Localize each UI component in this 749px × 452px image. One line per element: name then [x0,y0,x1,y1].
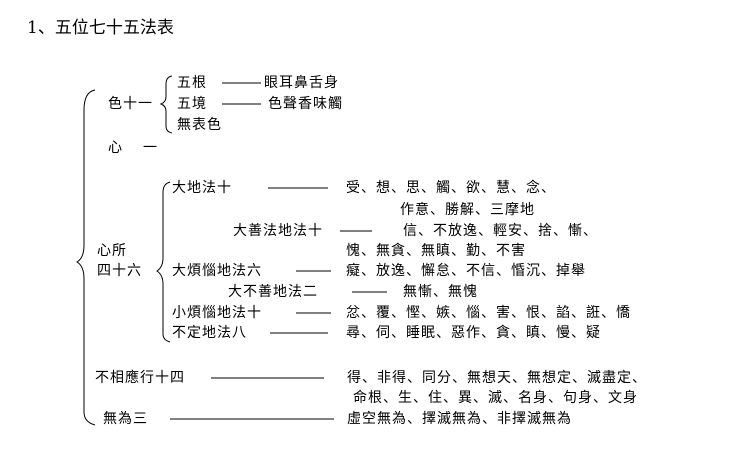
group-label: 小煩惱地法十 [172,305,262,321]
group-detail: 無慚、無愧 [403,284,478,300]
rupa-label: 色十一 [108,96,153,112]
rupa-item-label: 無表色 [177,117,222,133]
caitasika-brace [156,181,171,343]
group-detail: 信、不放逸、輕安、捨、慚、 [403,223,598,239]
group-label: 大不善地法二 [228,284,318,300]
citta-label: 心 [108,140,123,156]
caitasika-label: 心所 [97,243,127,259]
group-label: 大地法十 [172,180,232,196]
viprayukta-detail: 命根、生、住、異、滅、名身、句身、文身 [353,390,638,406]
group-detail: 尋、伺、睡眠、惡作、貪、瞋、慢、疑 [346,325,601,341]
main-brace [75,89,96,426]
rupa-item-label: 五根 [177,75,207,91]
group-label: 大煩惱地法六 [172,263,262,279]
rupa-item-label: 五境 [177,96,207,112]
caitasika-count: 四十六 [97,263,142,279]
group-label: 大善法地法十 [233,223,323,239]
asamskrta-label: 無為三 [103,411,148,427]
citta-count: 一 [143,140,158,156]
group-detail: 癡、放逸、懈怠、不信、惛沉、掉舉 [346,263,586,279]
rupa-item-detail: 色聲香味觸 [268,96,343,112]
group-label: 不定地法八 [172,325,247,341]
page-title: 1、五位七十五法表 [27,18,174,38]
group-detail: 忿、覆、慳、嫉、惱、害、恨、諂、誑、憍 [346,305,631,321]
group-detail: 受、想、思、觸、欲、慧、念、 [346,180,556,196]
group-detail: 作意、勝解、三摩地 [400,202,535,218]
rupa-brace [159,75,173,134]
viprayukta-label: 不相應行十四 [95,370,185,386]
group-detail: 愧、無貪、無瞋、勤、不害 [346,243,526,259]
viprayukta-detail: 得、非得、同分、無想天、無想定、滅盡定、 [347,370,647,386]
asamskrta-detail: 虛空無為、擇滅無為、非擇滅無為 [347,411,572,427]
rupa-item-detail: 眼耳鼻舌身 [264,75,339,91]
